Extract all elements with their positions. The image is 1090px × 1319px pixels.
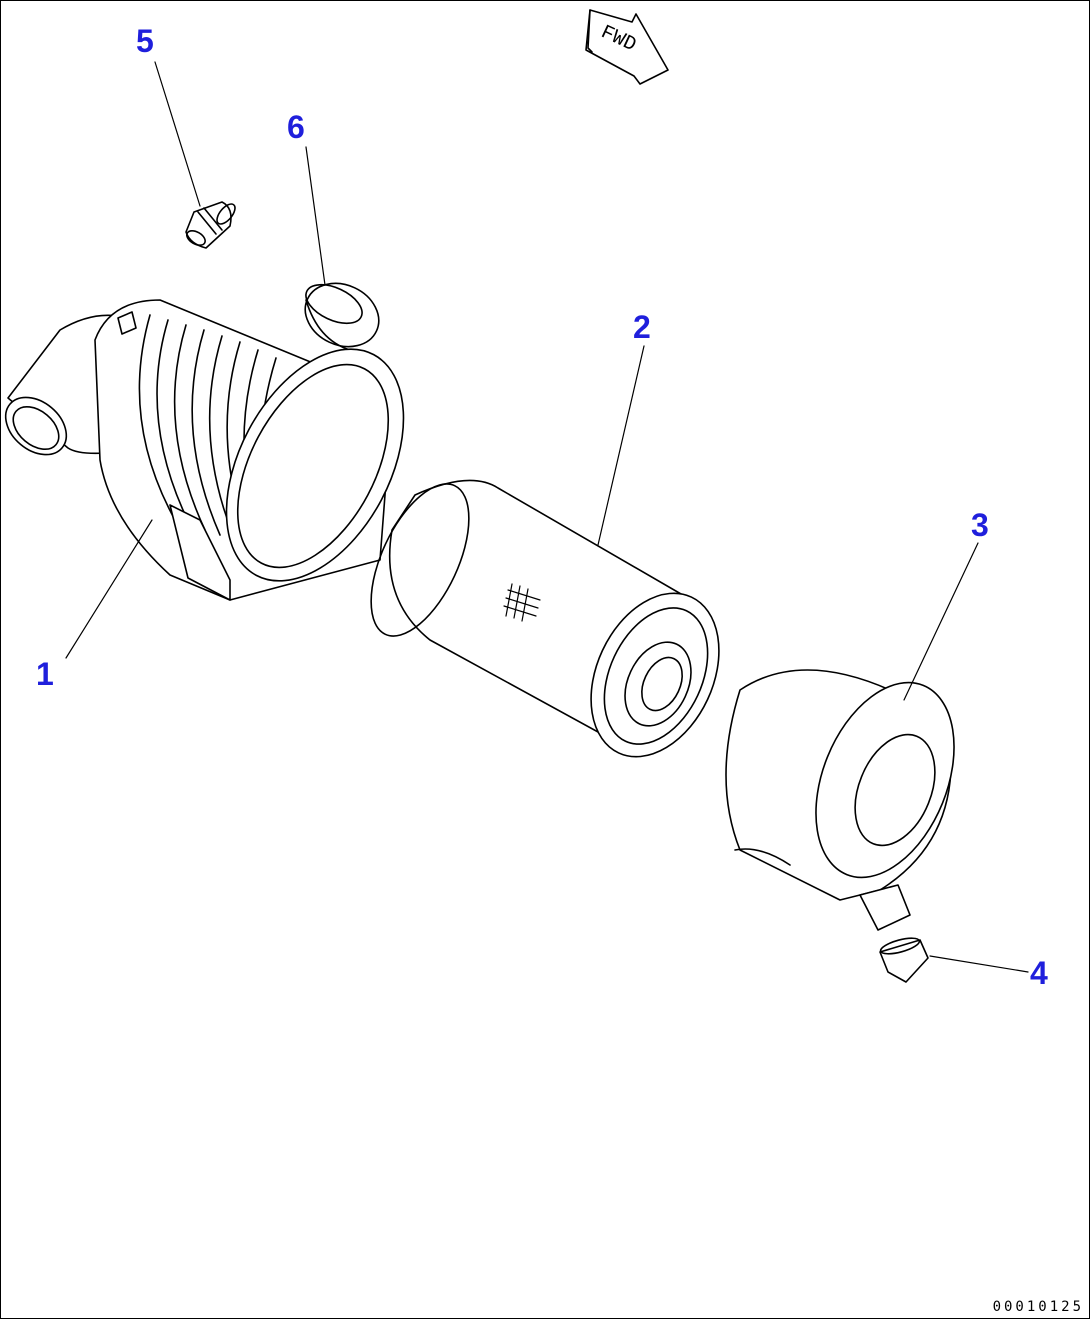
callout-1: 1 [36,656,54,692]
fwd-arrow-icon: FWD [585,9,669,85]
part-3-cover [725,669,955,931]
part-2-filter-element [370,479,720,758]
leader-line-3 [903,542,979,701]
leader-lines [65,61,1029,973]
callout-4: 4 [1030,955,1048,991]
leader-line-2 [597,345,645,546]
callout-2: 2 [633,309,651,345]
callout-6: 6 [287,109,305,145]
leader-line-6 [305,146,326,286]
drawing-number: 00010125 [992,1299,1084,1315]
part-1-air-cleaner-body [4,299,405,601]
callout-5: 5 [136,23,154,59]
leader-line-4 [929,955,1029,973]
leader-line-1 [65,519,153,659]
filter-mesh-icon [503,583,541,622]
part-5-fitting [185,201,236,249]
part-4-evacuator-valve [879,937,929,983]
leader-line-5 [154,61,201,207]
part-6-ring [304,282,380,351]
callout-3: 3 [971,507,989,543]
